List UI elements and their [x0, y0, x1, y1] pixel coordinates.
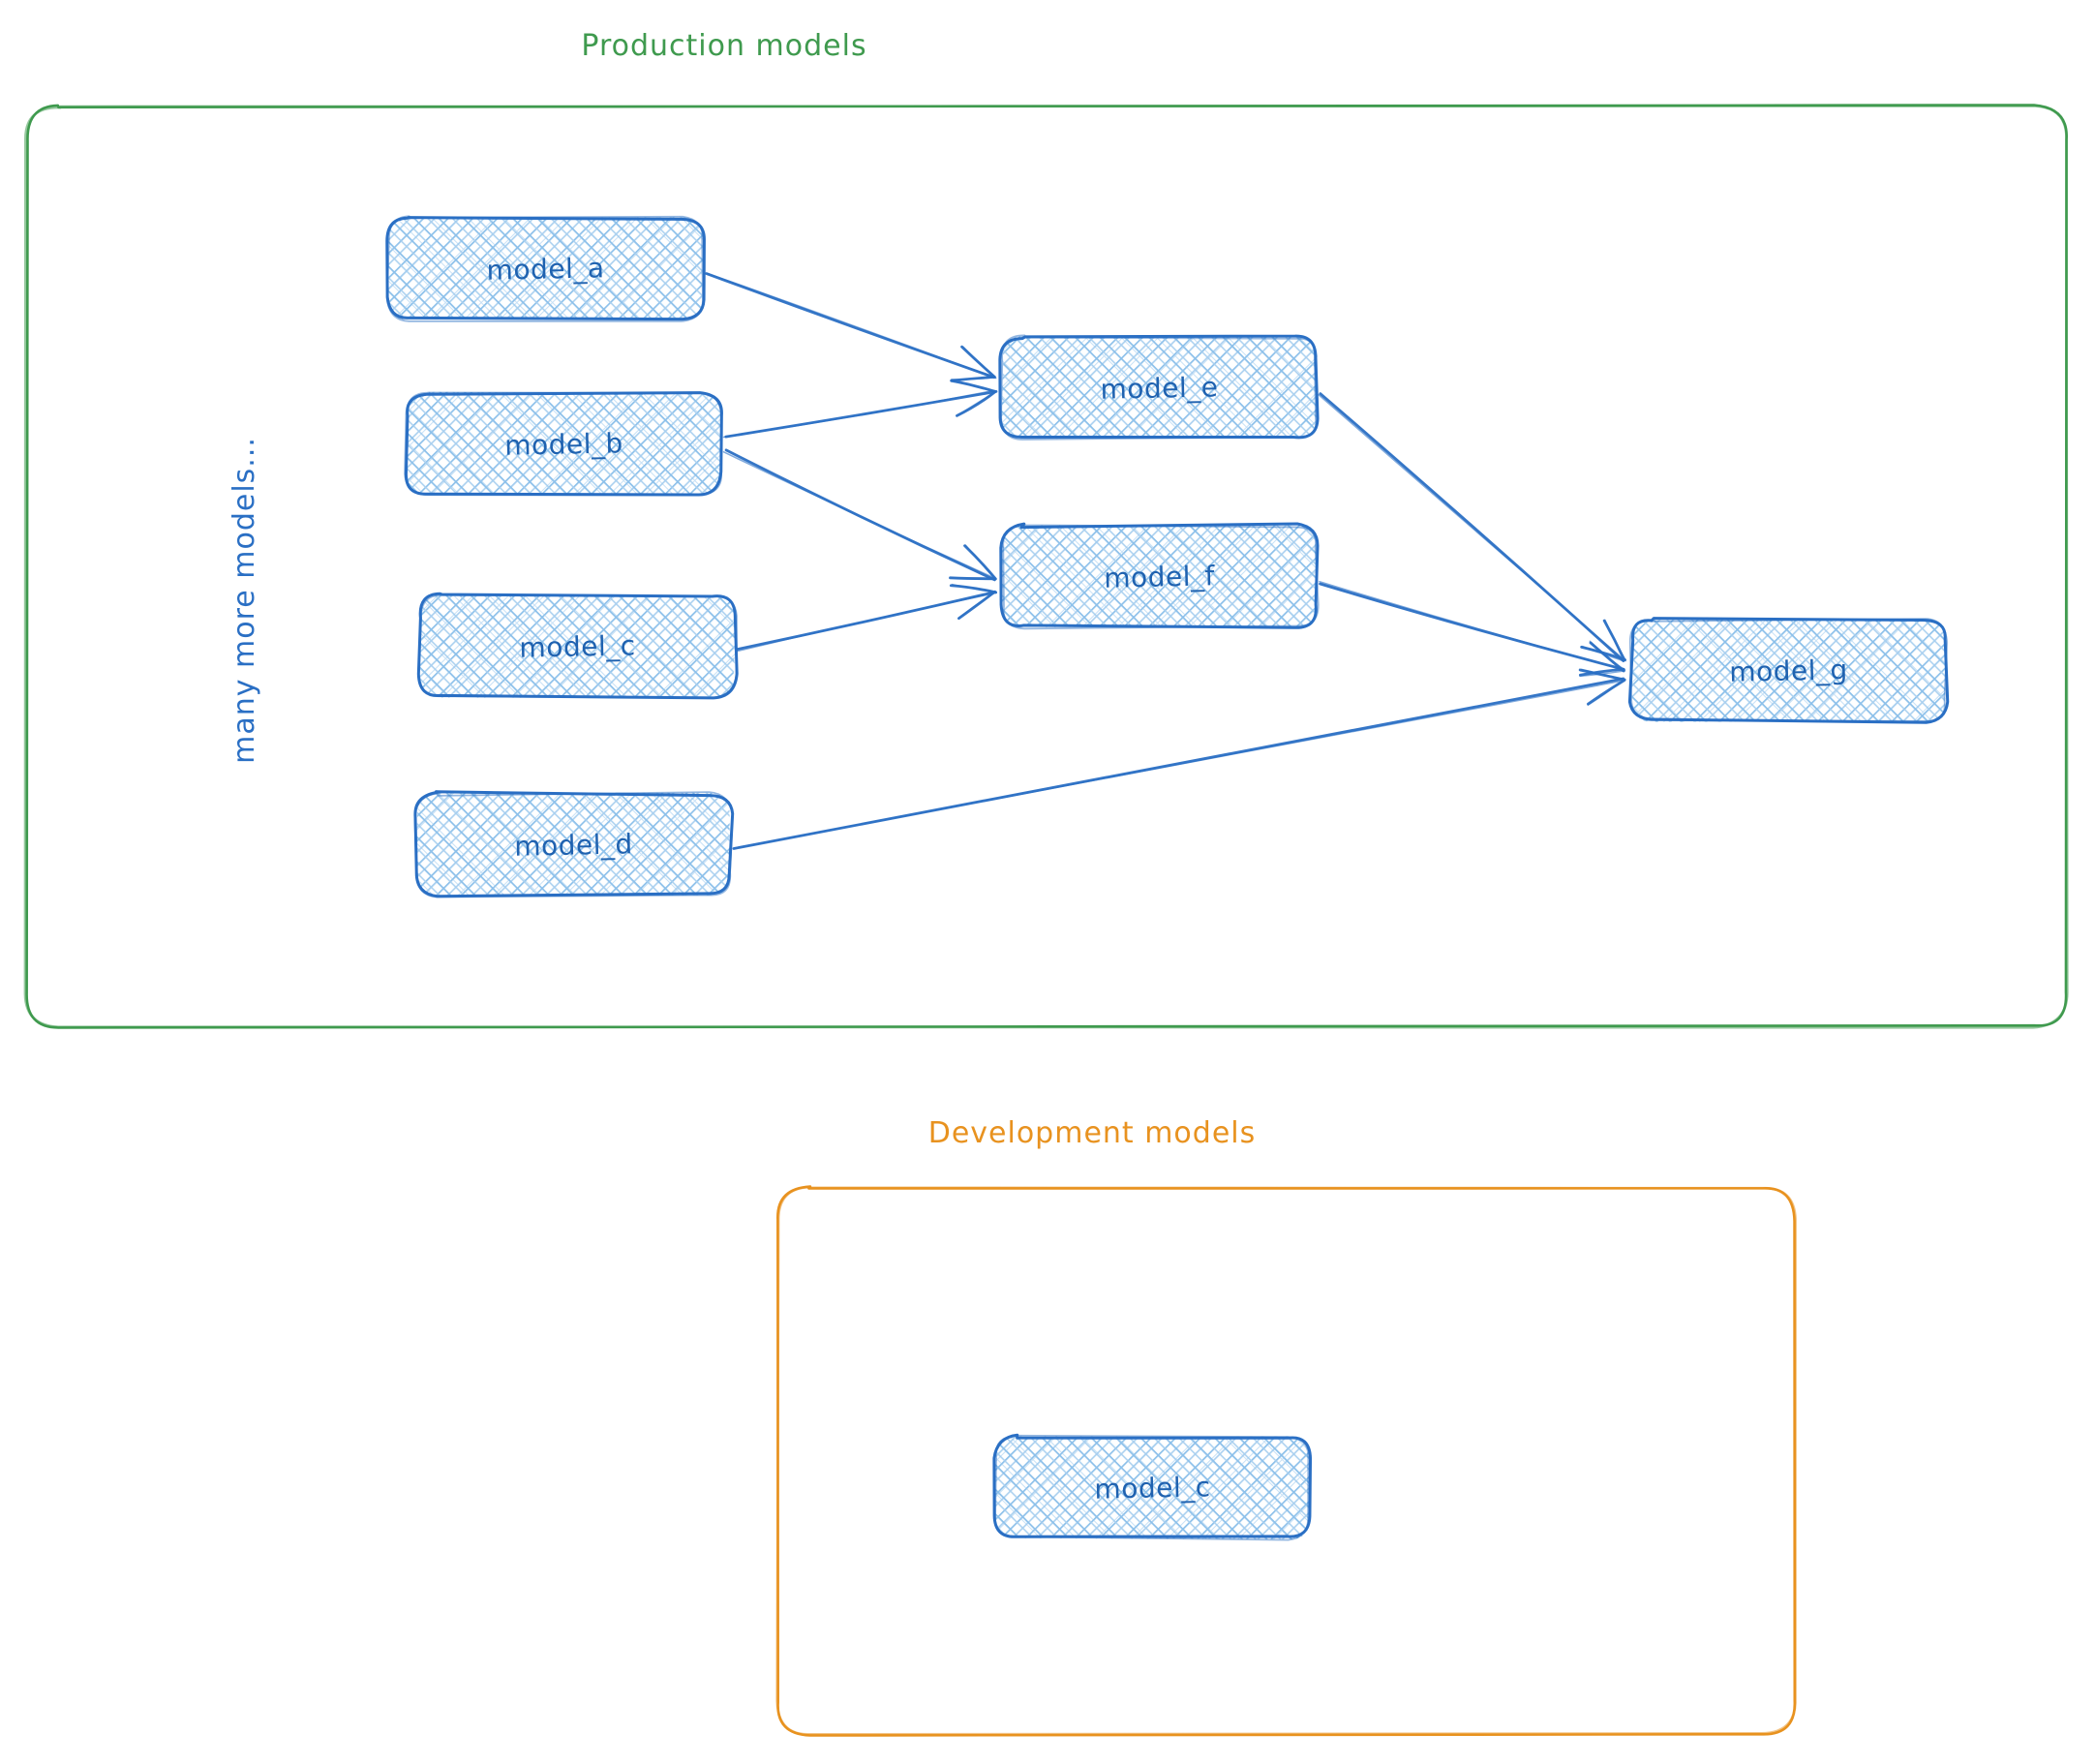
note-layer: many more models... — [228, 437, 261, 764]
edge-b-to-f — [722, 448, 997, 582]
group-containers — [23, 104, 2069, 1737]
node-model_c_dev[interactable]: model_c — [992, 1433, 1313, 1541]
node-border — [417, 593, 738, 699]
edge-b-to-e — [722, 379, 998, 439]
edge-d-to-g — [732, 668, 1626, 850]
edge-f-to-g — [1319, 580, 1626, 678]
node-model_g[interactable]: model_g — [1627, 617, 1950, 724]
node-border — [404, 391, 723, 497]
edge-c-to-f — [735, 583, 998, 653]
node-label: model_d — [514, 828, 633, 863]
node-model_e[interactable]: model_e — [998, 334, 1320, 441]
node-label: model_g — [1729, 654, 1848, 688]
node-label: model_c — [519, 629, 636, 664]
node-model_f[interactable]: model_f — [999, 522, 1320, 630]
node-border — [413, 791, 734, 898]
node-border — [1002, 523, 1320, 630]
node-model_c_prod[interactable]: model_c — [416, 592, 739, 700]
node-label: model_a — [486, 252, 605, 287]
node-border — [994, 1434, 1310, 1541]
node-border — [1000, 334, 1318, 441]
node-model_b[interactable]: model_b — [404, 391, 723, 497]
node-border — [1628, 618, 1949, 722]
node-label: model_c — [1094, 1471, 1211, 1505]
edge-layer — [705, 272, 1626, 850]
note-many-more-models: many more models... — [228, 437, 261, 764]
node-border — [385, 215, 704, 322]
node-label: model_e — [1100, 371, 1219, 406]
node-model_d[interactable]: model_d — [413, 790, 735, 898]
edge-a-to-e — [705, 272, 997, 382]
node-model_a[interactable]: model_a — [385, 215, 706, 322]
group-container-production — [23, 104, 2069, 1029]
node-layer: model_a model_b model_c model_d model_emodel… — [385, 215, 1950, 1541]
group-container-development — [775, 1185, 1797, 1737]
edge-e-to-g — [1318, 392, 1626, 662]
node-label: model_b — [504, 427, 623, 462]
group-title-development: Development models — [928, 1116, 1257, 1150]
node-label: model_f — [1104, 560, 1216, 593]
group-title-production: Production models — [581, 29, 866, 63]
